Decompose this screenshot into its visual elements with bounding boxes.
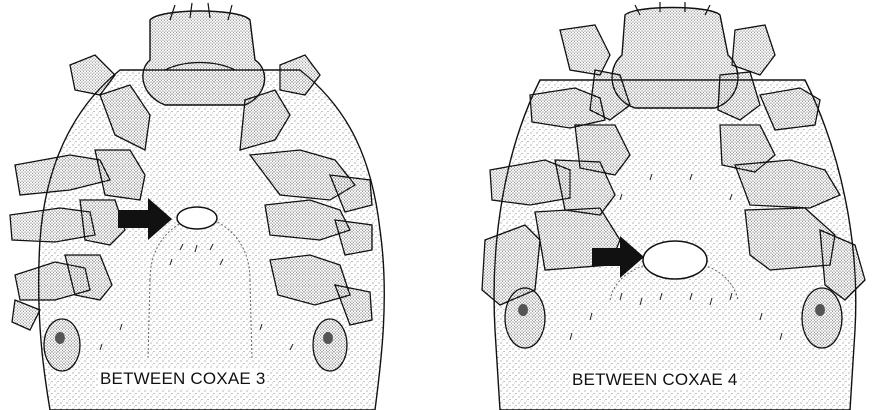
caption-between-coxae-3: BETWEEN COXAE 3 — [98, 369, 267, 389]
spiracle-right — [802, 288, 842, 348]
panel-right: BETWEEN COXAE 4 — [470, 0, 873, 410]
spiracle-left — [505, 288, 545, 348]
tick-ventral-view-right — [470, 0, 873, 410]
panel-left: BETWEEN COXAE 3 — [0, 0, 420, 410]
spiracle-left — [44, 319, 80, 371]
spiracle-right — [313, 319, 347, 371]
genital-aperture — [177, 207, 217, 229]
caption-between-coxae-4: BETWEEN COXAE 4 — [570, 370, 739, 390]
genital-aperture — [643, 241, 707, 279]
tick-ventral-view-left — [0, 0, 420, 410]
capitulum — [143, 11, 265, 105]
